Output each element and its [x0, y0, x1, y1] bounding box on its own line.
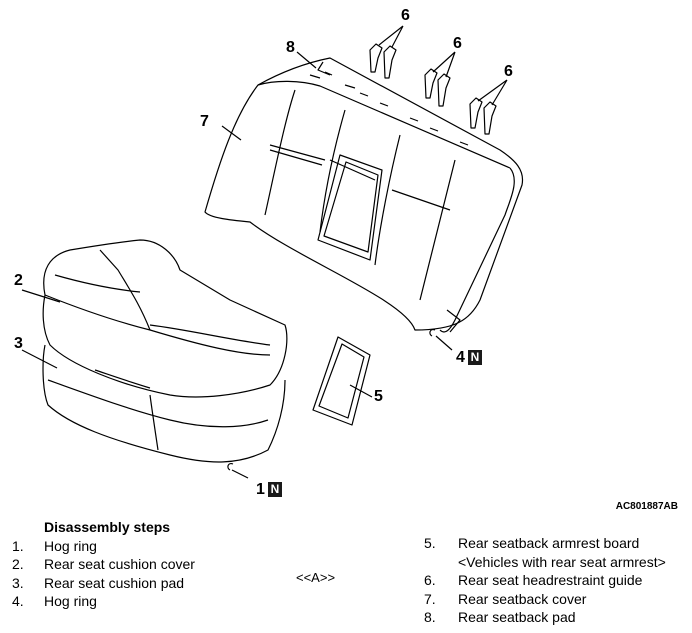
steps-heading: Disassembly steps: [44, 519, 171, 535]
hog-rings: [227, 329, 453, 471]
step-number: 6.: [424, 572, 436, 588]
callout-6b: 6: [453, 35, 462, 52]
step-number: [424, 553, 458, 572]
new-part-badge: N: [467, 350, 482, 365]
seat-exploded-diagram: [21, 25, 524, 479]
step-label: Hog ring: [44, 593, 97, 609]
rear-seatback: [204, 57, 524, 333]
disassembly-steps-right: 5. Rear seatback armrest board <Vehicles …: [424, 534, 666, 627]
callout-8: 8: [286, 39, 295, 56]
step-number: 1.: [12, 537, 24, 554]
list-item: 2. Rear seat cushion cover: [12, 555, 195, 574]
step-number: 3.: [12, 574, 24, 591]
step-number: 2.: [12, 556, 24, 572]
callout-5: 5: [374, 388, 383, 405]
callout-2: 2: [14, 272, 23, 289]
list-item: 6. Rear seat headrestraint guide: [424, 571, 666, 590]
step-label: Rear seatback cover: [458, 590, 587, 607]
list-item: 7. Rear seatback cover: [424, 590, 666, 609]
list-item: 3. Rear seat cushion pad: [12, 574, 195, 593]
figure-id: AC801887AB: [615, 501, 678, 512]
disassembly-steps-left: Disassembly steps 1. Hog ring 2. Rear seat…: [12, 518, 195, 611]
step-label: Rear seat cushion cover: [44, 556, 195, 572]
callout-7: 7: [200, 113, 209, 130]
callout-6a: 6: [401, 7, 410, 24]
list-item: 1. Hog ring: [12, 537, 195, 556]
step-label: Rear seat headrestraint guide: [458, 572, 643, 588]
callout-6c: 6: [504, 63, 513, 80]
step-label: <Vehicles with rear seat armrest>: [458, 553, 666, 570]
step-number: 8.: [424, 609, 436, 625]
callout-4-number: 4: [456, 349, 465, 366]
step-label: Hog ring: [44, 537, 97, 554]
list-item: 5. Rear seatback armrest board: [424, 534, 666, 553]
step-label: Rear seat cushion pad: [44, 574, 185, 591]
callout-3: 3: [14, 335, 23, 352]
rear-seat-cushion: [21, 239, 288, 479]
list-item: 8. Rear seatback pad: [424, 608, 666, 627]
callout-1-number: 1: [256, 481, 265, 498]
step-label: Rear seatback pad: [458, 609, 576, 625]
step-label: Rear seatback armrest board: [458, 535, 640, 551]
step-number: 4.: [12, 593, 24, 609]
list-item: <Vehicles with rear seat armrest>: [424, 553, 666, 572]
armrest-board: [312, 336, 373, 426]
list-item: 4. Hog ring: [12, 592, 195, 611]
headrestraint-guides: [221, 25, 508, 141]
new-part-badge: N: [267, 482, 282, 497]
step-number: 7.: [424, 590, 436, 607]
step-number: 5.: [424, 535, 436, 551]
procedure-note: <<A>>: [296, 570, 336, 585]
